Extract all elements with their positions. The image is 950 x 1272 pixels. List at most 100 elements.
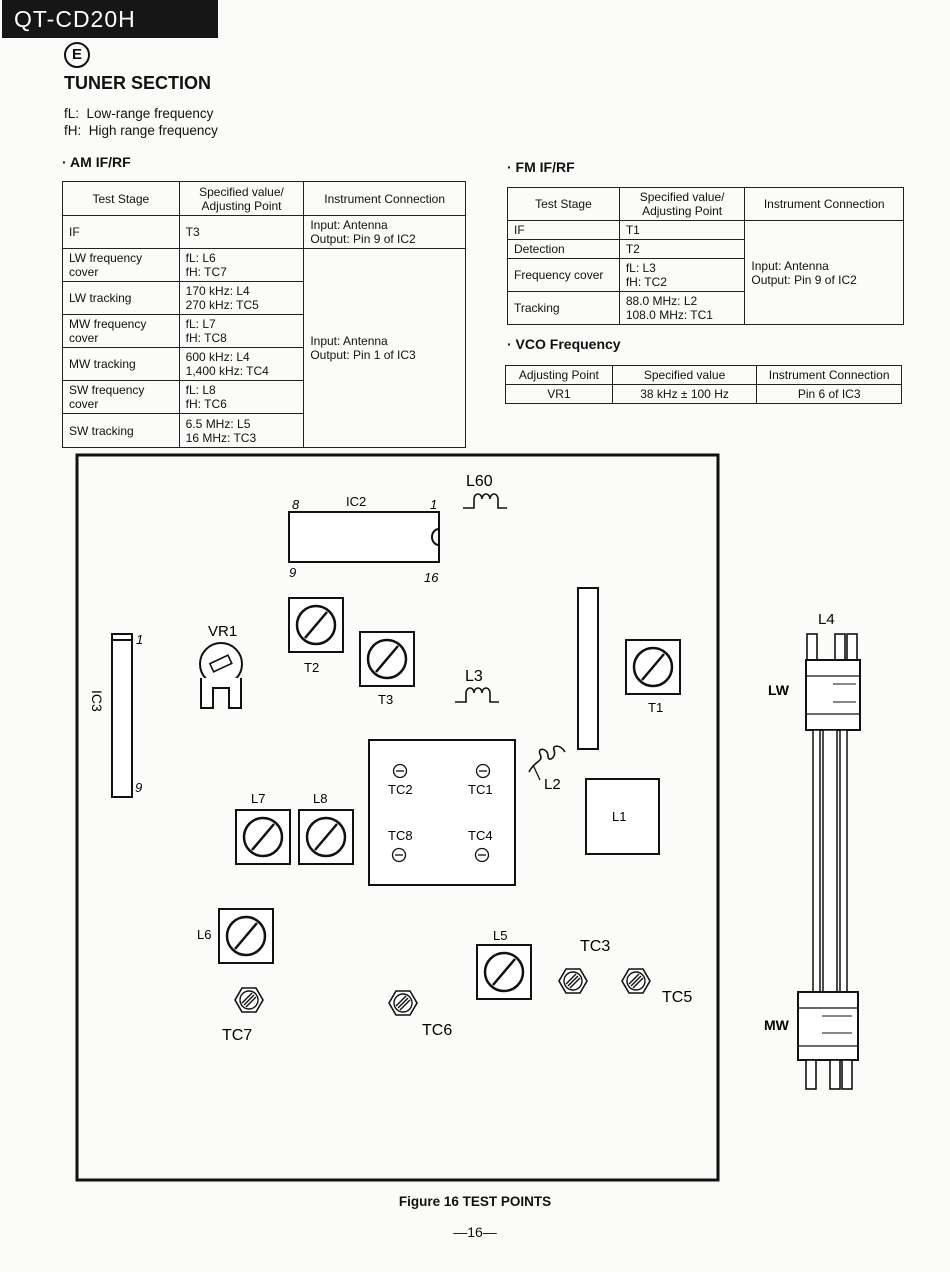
am-value-line: 6.5 MHz: L5 [185,416,251,431]
t2-label: T2 [304,660,319,675]
fm-specified-value: T1 [618,220,746,240]
vr1-potentiometer [199,642,243,709]
ferrite-rod-left [812,729,821,993]
tc7-trimmer [234,987,264,1013]
fm-table: Test Stage Specified value/Adjusting Poi… [507,187,904,325]
mw-coil [797,991,859,1061]
mw-lead-mid [829,1059,841,1090]
tc3-trimmer [558,968,588,994]
t1-label: T1 [648,700,663,715]
t1-adjuster [624,638,682,696]
am-value-line: 270 kHz: TC5 [185,298,259,312]
am-value-line: 16 MHz: TC3 [185,430,257,445]
l1-box [585,778,660,855]
ic2-pin-9: 9 [289,565,296,580]
tc3-label: TC3 [580,938,610,955]
l1-label: L1 [612,809,626,824]
ic2-notch [431,528,440,546]
l4-lead-left [806,633,818,661]
am-value-line: T3 [185,225,200,239]
l3-coil-icon [454,687,500,703]
am-value-line: fH: TC8 [185,331,227,345]
am-test-stage: SW tracking [62,413,180,448]
am-stage-line: LW frequency [69,251,143,265]
tc8-label: TC8 [388,828,413,843]
legend-text: Low-range frequency [86,106,214,121]
model-tag: QT-CD20H [2,0,218,38]
am-heading: · AM IF/RF [62,154,131,170]
am-stage-line: cover [69,265,99,279]
t3-adjuster [358,630,416,688]
fm-header-stage: Test Stage [507,187,620,221]
ic3-pin-9: 9 [135,780,142,795]
l60-label: L60 [466,473,493,490]
am-stage-line: MW tracking [69,357,136,371]
fm-specified-value: T2 [618,239,746,259]
tc2-test-point [392,763,408,779]
ic2-pin-1: 1 [430,497,437,512]
ic2-pin-8: 8 [292,497,300,512]
am-value-line: 600 kHz: L4 [185,350,250,364]
l2-coil-icon [528,745,566,773]
am-value-line: fH: TC7 [185,265,227,279]
fm-conn-line: Input: Antenna [751,258,829,273]
ic2-chip [288,511,440,563]
vco-header-point: Adjusting Point [505,365,613,385]
fm-value-line: fL: L3 [625,261,656,275]
am-conn-line: Output: Pin 9 of IC2 [310,232,416,246]
legend-key: fH: [64,123,82,138]
ic3-pin-1: 1 [136,632,143,647]
figure-caption: Figure 16 TEST POINTS [398,1194,552,1209]
l7-label: L7 [251,791,265,806]
fm-stage-line: Frequency cover [514,268,604,282]
section-title: TUNER SECTION [64,73,212,93]
tc1-test-point [475,763,491,779]
am-value-line: 170 kHz: L4 [185,284,250,298]
am-specified-value: T3 [178,215,305,249]
lw-label: LW [768,682,790,698]
ic2-label: IC2 [346,494,366,509]
am-stage-line: IF [69,225,80,239]
am-test-stage: LW tracking [62,281,180,315]
am-stage-line: SW tracking [69,423,134,438]
am-conn-line: Input: Antenna [310,218,388,232]
tc4-label: TC4 [468,828,493,843]
l4-label: L4 [818,611,835,628]
fm-conn-line: Output: Pin 9 of IC2 [751,272,857,287]
fm-value-line: T1 [625,223,640,237]
fm-stage-line: IF [514,223,525,237]
l8-label: L8 [313,791,327,806]
l6-label: L6 [197,927,211,942]
tc2-label: TC2 [388,782,413,797]
fm-value-line: T2 [625,242,640,256]
region-mark: E [64,42,90,68]
mw-lead-right [841,1059,853,1090]
fm-test-stage: Frequency cover [507,258,620,292]
legend-key: fL: [64,106,80,121]
am-header-connection: Instrument Connection [303,181,466,216]
mw-label: MW [764,1017,790,1033]
am-value-line: fL: L6 [185,251,216,265]
fm-value-line: 108.0 MHz: TC1 [625,308,713,322]
test-point-diagram: IC2 8 1 9 16 L60 IC3 1 9 VR1 T2 T3 T1 L3… [75,453,861,1182]
am-stage-line: SW frequency [69,383,145,397]
legend-fl: fL: Low-range frequency [64,106,213,121]
tc7-label: TC7 [222,1027,252,1044]
vr1-label: VR1 [208,623,237,640]
am-value-line: 1,400 kHz: TC4 [185,364,269,378]
fm-heading: · FM IF/RF [507,159,575,175]
tc6-trimmer [388,990,418,1016]
trimmer-block [368,739,516,886]
fm-test-stage: IF [507,220,620,240]
ic3-chip [111,633,133,798]
